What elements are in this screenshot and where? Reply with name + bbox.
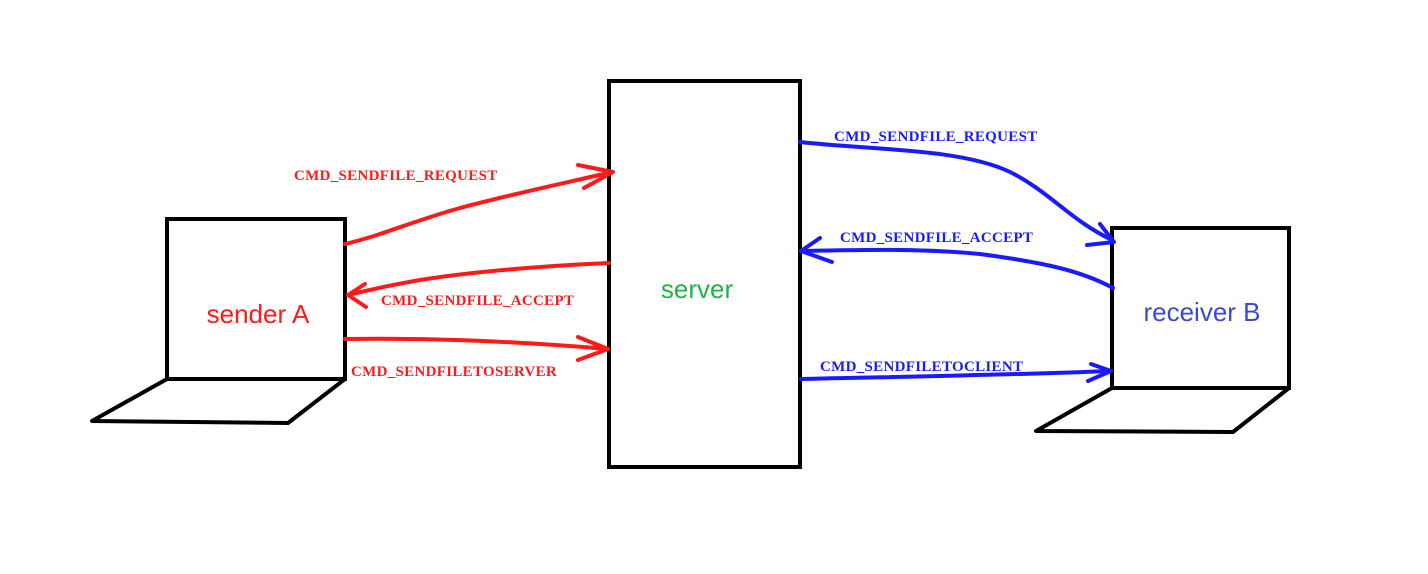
- accept-arrow-to-sender: [346, 261, 611, 297]
- server-node: server: [607, 79, 802, 469]
- request-arrowhead-receiver: [1085, 222, 1116, 247]
- accept-arrowhead: [346, 282, 368, 309]
- sender-laptop-base: [90, 377, 347, 425]
- file-arrow-to-server: [343, 336, 610, 351]
- request-label-receiver: CMD_SENDFILE_REQUEST: [834, 129, 1038, 145]
- file-label-sender: CMD_SENDFILETOSERVER: [351, 364, 557, 380]
- sender-laptop: sender A: [90, 217, 347, 425]
- server-box: [607, 79, 802, 469]
- accept-arrow-to-server: [799, 247, 1115, 290]
- accept-label-sender: CMD_SENDFILE_ACCEPT: [381, 293, 574, 309]
- accept-label-receiver: CMD_SENDFILE_ACCEPT: [840, 230, 1033, 246]
- sender-label: sender A: [207, 299, 310, 329]
- request-arrow-to-receiver: [798, 140, 1114, 242]
- receiver-laptop-base: [1034, 386, 1291, 434]
- file-arrow-to-receiver: [799, 369, 1113, 381]
- server-label: server: [661, 274, 734, 304]
- sender-laptop-screen: [165, 217, 347, 381]
- file-arrowhead: [576, 335, 610, 362]
- server-receiver-arrows: CMD_SENDFILE_REQUEST CMD_SENDFILE_ACCEPT…: [798, 129, 1116, 383]
- receiver-laptop-screen: [1110, 226, 1291, 390]
- file-label-receiver: CMD_SENDFILETOCLIENT: [820, 359, 1023, 375]
- receiver-laptop: receiver B: [1034, 226, 1291, 434]
- request-arrow-to-server: [343, 170, 614, 246]
- accept-arrowhead-server: [799, 236, 834, 264]
- sender-server-arrows: CMD_SENDFILE_REQUEST CMD_SENDFILE_ACCEPT…: [294, 163, 615, 380]
- request-arrowhead: [576, 163, 615, 190]
- receiver-label: receiver B: [1143, 297, 1260, 327]
- request-label-sender: CMD_SENDFILE_REQUEST: [294, 168, 498, 184]
- file-arrowhead-receiver: [1086, 362, 1113, 383]
